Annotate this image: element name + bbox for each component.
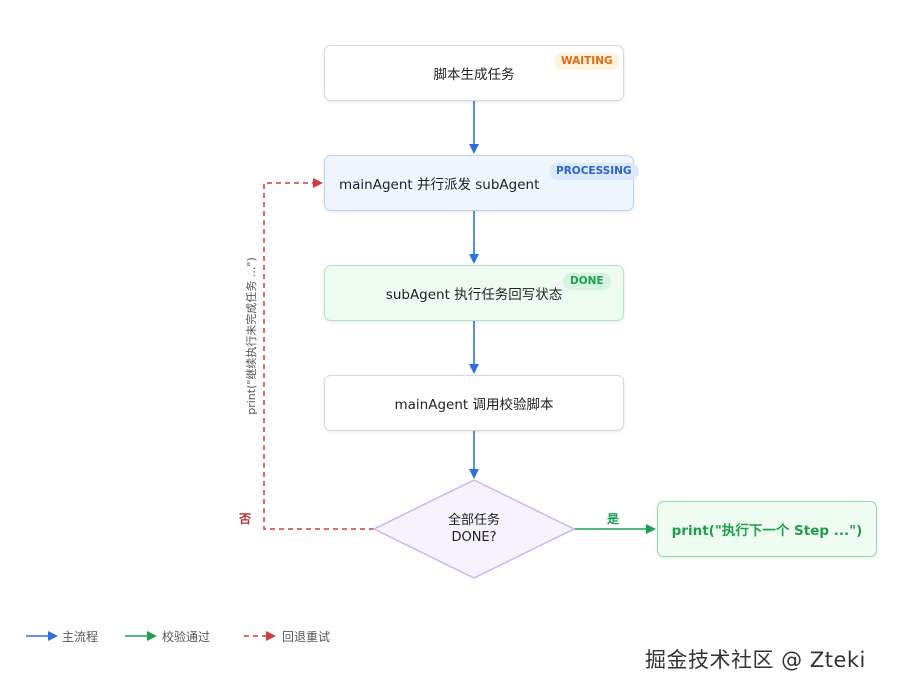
node-verify-label: mainAgent 调用校验脚本 [394,397,554,413]
node-next-step-label: print("执行下一个 Step ...") [671,523,863,539]
node-generate-tasks: 脚本生成任务 WAITING [324,45,624,101]
legend-main-label: 主流程 [62,630,99,644]
node-dispatch-subagent: mainAgent 并行派发 subAgent PROCESSING [324,155,639,211]
legend-pass-label: 校验通过 [162,630,211,644]
decision-line-1: 全部任务 [447,513,500,528]
node-execute-label: subAgent 执行任务回写状态 [385,287,563,303]
edge-decision-no-retry [263,178,374,530]
edge-label-yes: 是 [607,512,620,526]
node-generate-label: 脚本生成任务 [433,67,515,83]
node-execute-tasks: subAgent 执行任务回写状态 DONE [324,265,624,321]
status-badge-waiting: WAITING [554,53,620,70]
watermark: 掘金技术社区 @ Zteki [645,648,866,672]
decision-line-2: DONE? [451,530,497,545]
status-badge-processing: PROCESSING [549,163,639,180]
node-next-step: print("执行下一个 Step ...") [657,501,877,557]
edge-label-no: 否 [239,512,252,526]
status-badge-done: DONE [563,273,611,290]
edge-label-retry: print("继续执行未完成任务 ...") [245,257,258,415]
decision-text: 全部任务 DONE? [424,512,524,546]
node-dispatch-label: mainAgent 并行派发 subAgent [339,177,540,193]
decision-diamond [372,479,576,579]
legend-retry-label: 回退重试 [282,630,331,644]
node-verify-script: mainAgent 调用校验脚本 [324,375,624,431]
